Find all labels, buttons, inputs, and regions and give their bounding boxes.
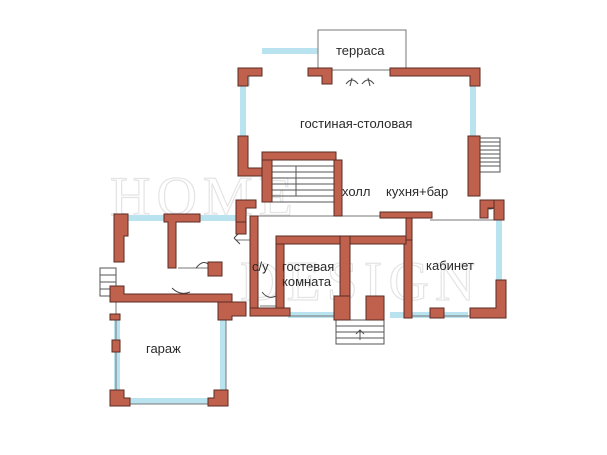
label-living-dining: гостиная-столовая bbox=[300, 116, 412, 131]
room-labels: терраса гостиная-столовая холл кухня+бар… bbox=[146, 43, 474, 356]
walls bbox=[109, 67, 507, 407]
label-garage: гараж bbox=[146, 341, 181, 356]
label-kitchen-bar: кухня+бар bbox=[386, 184, 448, 199]
label-study: кабинет bbox=[426, 258, 474, 273]
entrance-steps bbox=[335, 319, 385, 345]
terrace bbox=[317, 29, 407, 71]
label-terrace: терраса bbox=[336, 43, 385, 58]
interior-lines bbox=[115, 215, 496, 405]
side-staircase bbox=[477, 137, 501, 173]
label-wc: с/у bbox=[252, 259, 269, 274]
label-hall: холл bbox=[342, 184, 370, 199]
